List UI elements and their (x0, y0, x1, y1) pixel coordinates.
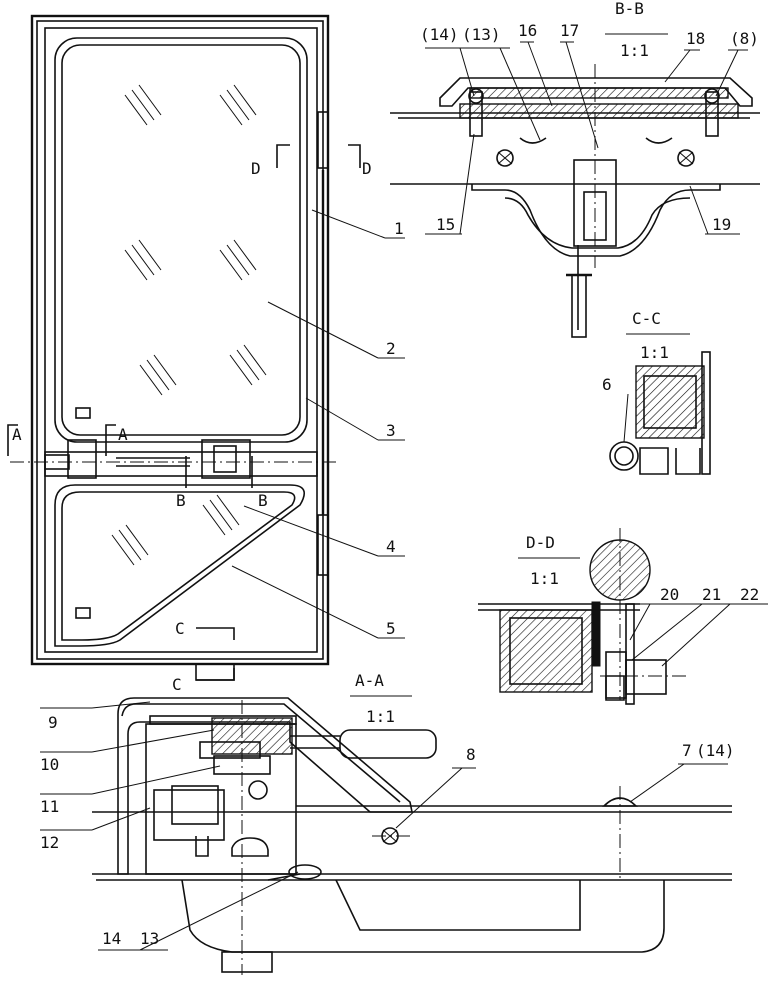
callout-5: 5 (386, 619, 396, 638)
callout-3: 3 (386, 421, 396, 440)
callout-2: 2 (386, 339, 396, 358)
section-dd: D-D 1:1 (478, 528, 690, 705)
door-front-view (10, 14, 340, 681)
callout-20: 20 (660, 585, 679, 604)
section-aa: A-A 1:1 (92, 671, 732, 975)
callout-21: 21 (702, 585, 721, 604)
callout-4: 4 (386, 537, 396, 556)
callout-17: 17 (560, 21, 579, 40)
section-cc-scale: 1:1 (640, 343, 669, 362)
section-bb-scale: 1:1 (620, 41, 649, 60)
leaders-dd (629, 603, 768, 667)
callout-7: 7 (682, 741, 692, 760)
callout-6: 6 (602, 375, 612, 394)
callout-16: 16 (518, 21, 537, 40)
callout-10: 10 (40, 755, 59, 774)
cut-mark-b-left: B (176, 491, 186, 510)
leaders-aa (40, 701, 728, 951)
section-bb-title: B-B (615, 0, 644, 18)
cut-mark-c-bottom: C (172, 675, 182, 694)
callout-8: 8 (466, 745, 476, 764)
section-aa-title: A-A (355, 671, 384, 690)
callout-12: 12 (40, 833, 59, 852)
cut-marks: D D A A B B C C (7, 144, 372, 694)
callout-9: 9 (48, 713, 58, 732)
section-cc-title: C-C (632, 309, 661, 328)
callout-13p-bb: (13) (462, 25, 501, 44)
callout-8b: (8) (730, 29, 759, 48)
callout-11: 11 (40, 797, 59, 816)
cut-mark-a-left: A (12, 425, 22, 444)
callout-22: 22 (740, 585, 759, 604)
cut-mark-c-top: C (175, 619, 185, 638)
section-dd-scale: 1:1 (530, 569, 559, 588)
leaders-front (231, 209, 405, 639)
upper-glass-pane (54, 37, 308, 443)
cut-mark-a-right: A (118, 425, 128, 444)
cut-mark-b-right: B (258, 491, 268, 510)
callout-14a: 14 (102, 929, 121, 948)
section-cc: C-C 1:1 (609, 309, 711, 475)
callout-18: 18 (686, 29, 705, 48)
callout-14p-bb: (14) (420, 25, 459, 44)
callout-19: 19 (712, 215, 731, 234)
callout-1: 1 (394, 219, 404, 238)
section-aa-scale: 1:1 (366, 707, 395, 726)
leaders-bb (425, 41, 748, 235)
cut-mark-d-right: D (362, 159, 372, 178)
callout-13a: 13 (140, 929, 159, 948)
section-dd-title: D-D (526, 533, 555, 552)
callout-7b: (14) (696, 741, 735, 760)
section-bb: B-B 1:1 (390, 0, 760, 338)
callout-15: 15 (436, 215, 455, 234)
cut-mark-d-left: D (251, 159, 261, 178)
